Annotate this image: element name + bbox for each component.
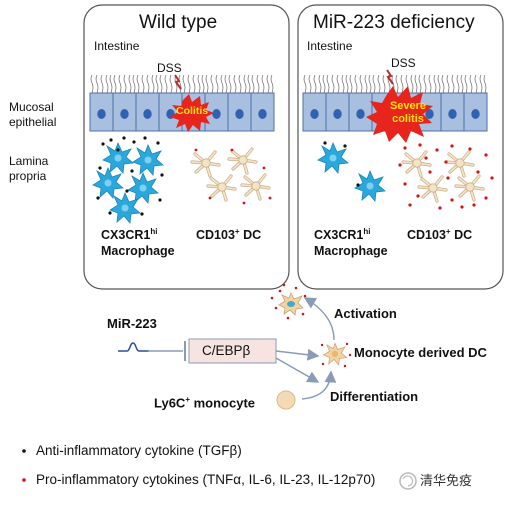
- pro-inflammatory-dots-wild-type: [194, 148, 272, 205]
- cebpb-label: C/EBPβ: [202, 343, 251, 358]
- severe-colitis-label: Severe colitis: [389, 100, 427, 125]
- arrow-dc-to-activation: [303, 297, 335, 341]
- colitis-burst: [170, 94, 214, 132]
- activated-dc-cell: [278, 292, 304, 316]
- legend-red-dot: [22, 478, 26, 482]
- ly6c-monocyte-label: Ly6C+ monocyte: [154, 395, 255, 411]
- panel-title-mir223-deficiency: MiR-223 deficiency: [313, 12, 475, 33]
- arrow-cebpb-to-differentiation: [275, 357, 320, 383]
- monocyte-derived-dc-label: Monocyte derived DC: [354, 345, 487, 360]
- mirna-squiggle-icon: [118, 342, 149, 352]
- watermark-logo-swirl: [402, 475, 414, 487]
- arrow-cebpb-to-dc: [275, 348, 320, 361]
- lamina-propria-label: Lamina propria: [9, 154, 49, 183]
- watermark-logo-icon: [399, 472, 417, 490]
- ly6c-monocyte-cell: [276, 390, 296, 410]
- dss-label: DSS: [391, 56, 416, 70]
- intestine-label: Intestine: [94, 39, 140, 53]
- arrow-monocyte-to-dc: [301, 370, 337, 400]
- activation-pro-dots: [270, 283, 307, 320]
- legend-anti-inflammatory: Anti-inflammatory cytokine (TGFβ): [36, 443, 242, 458]
- cebpb-box: [188, 338, 277, 364]
- watermark-text: 清华免疫: [420, 473, 473, 488]
- pro-inflammatory-dots-mir223: [398, 143, 494, 210]
- intestine-label: Intestine: [307, 39, 353, 53]
- monocyte-derived-dc-cell: [322, 342, 348, 366]
- legend-black-dot: [22, 449, 26, 453]
- monocyte-dc-pro-dots: [320, 342, 352, 368]
- legend-pro-inflammatory: Pro-inflammatory cytokines (TNFα, IL-6, …: [36, 472, 376, 487]
- cd103-dc-label: CD103+ DC: [196, 227, 262, 243]
- dss-label: DSS: [157, 61, 182, 75]
- panel-mir223-deficiency: [297, 4, 504, 290]
- colitis-label: Colitis: [176, 105, 209, 117]
- activation-label: Activation: [334, 306, 397, 321]
- panel-title-wild-type: Wild type: [139, 12, 218, 33]
- dss-lightning-icon: [386, 69, 394, 85]
- mucosal-epithelial-label: Mucosal epithelial: [9, 100, 57, 129]
- severe-colitis-burst: [366, 86, 433, 143]
- dss-lightning-icon: [174, 74, 182, 90]
- anti-inflammatory-dots-wild-type: [96, 136, 164, 216]
- panel-wild-type: [83, 4, 290, 290]
- cd103-dc-label: CD103+ DC: [407, 227, 473, 243]
- anti-inflammatory-dots-mir223: [323, 141, 360, 187]
- mir223-label: MiR-223: [107, 316, 157, 331]
- differentiation-label: Differentiation: [330, 389, 419, 404]
